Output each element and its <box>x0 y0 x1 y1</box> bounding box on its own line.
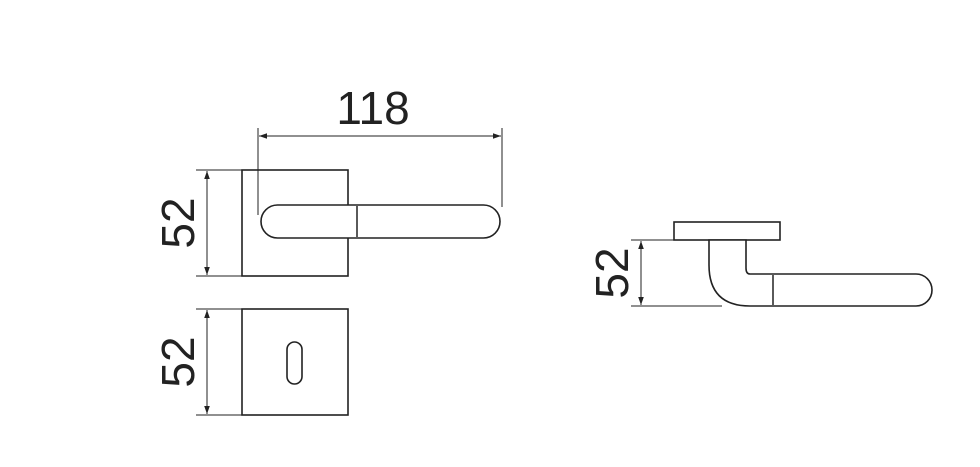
side-rose-plate <box>673 221 781 241</box>
dimension-label-side-height: 52 <box>586 247 638 298</box>
front-view-escutcheon: 52 <box>152 308 349 416</box>
dimension-label-width: 118 <box>336 82 409 134</box>
lever-handle <box>260 204 501 239</box>
dimension-label-escutcheon-height: 52 <box>152 336 204 387</box>
front-view-lever: 118 52 <box>152 82 503 277</box>
side-view-lever: 52 <box>586 221 933 307</box>
keyhole-slot <box>286 341 303 385</box>
dimension-label-rose-height: 52 <box>152 197 204 248</box>
side-lever-body <box>708 239 933 307</box>
